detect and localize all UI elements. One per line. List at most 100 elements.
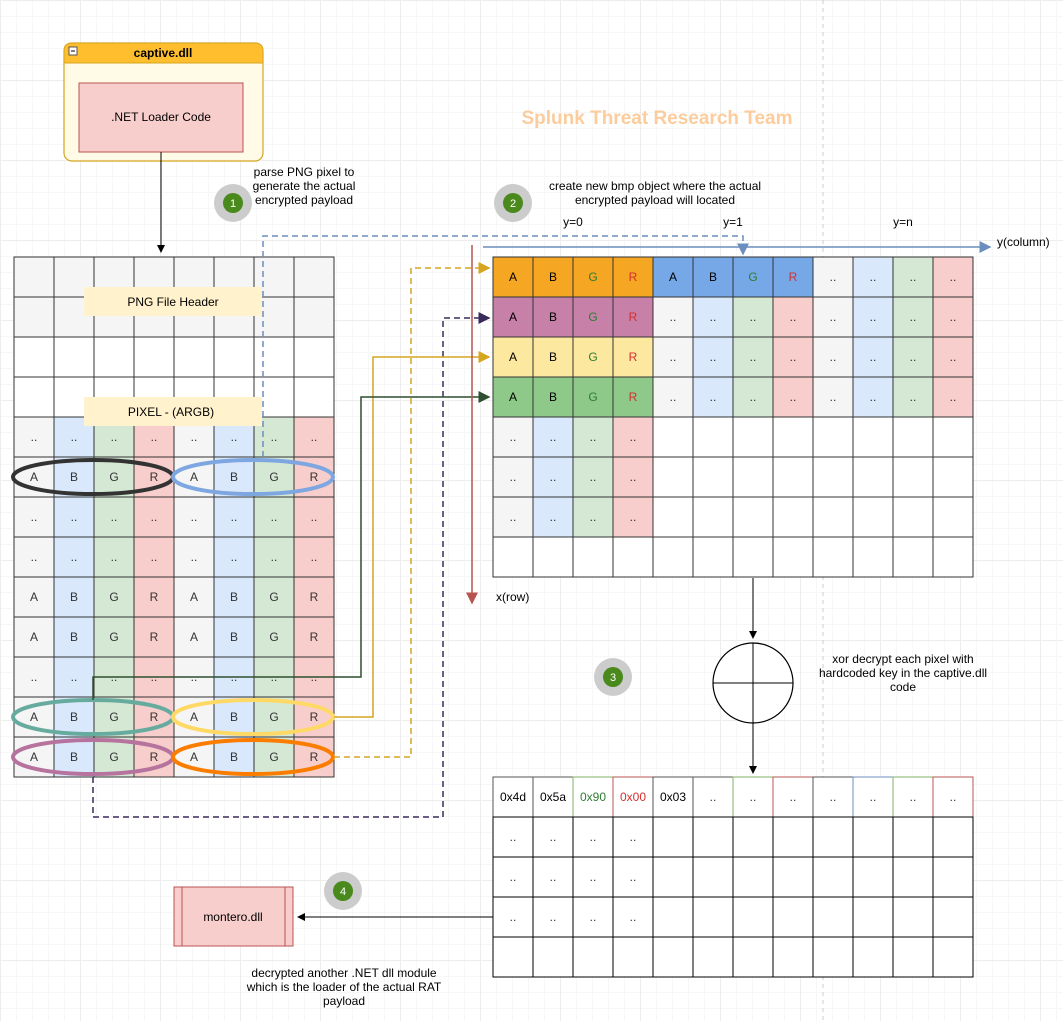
svg-text:2: 2	[510, 198, 516, 210]
output-cell	[812, 936, 854, 978]
cell-text: 0x03	[660, 790, 686, 804]
cell-text: ..	[830, 790, 837, 804]
png-cell	[253, 576, 295, 618]
output-cell	[772, 936, 814, 978]
svg-text:1: 1	[230, 198, 236, 210]
cell-text: ..	[710, 790, 717, 804]
cell-text: R	[629, 310, 638, 324]
cell-text: ..	[630, 830, 637, 844]
cell-text: B	[549, 270, 557, 284]
png-cell	[173, 536, 215, 578]
cell-text: 0x4d	[500, 790, 526, 804]
cell-text: ..	[590, 910, 597, 924]
pixel-label-box	[84, 397, 262, 426]
bmp-cell	[852, 496, 894, 538]
cell-text: ..	[590, 470, 597, 484]
bmp-cell	[892, 416, 934, 458]
bmp-cell	[892, 336, 934, 378]
cell-text: ..	[311, 430, 318, 444]
bmp-cell	[572, 336, 614, 378]
cell-text: ..	[550, 910, 557, 924]
png-cell	[93, 616, 135, 658]
cell-text: G	[269, 470, 278, 484]
cell-text: ..	[830, 310, 837, 324]
png-cell	[293, 496, 335, 538]
cell-text: G	[588, 350, 597, 364]
cell-text: G	[269, 710, 278, 724]
output-cell	[892, 776, 934, 818]
bmp-cell	[532, 296, 574, 338]
cell-text: 0x90	[580, 790, 606, 804]
cell-text: ..	[950, 310, 957, 324]
bmp-cell	[612, 416, 654, 458]
cell-text: ..	[790, 790, 797, 804]
cell-text: ..	[191, 510, 198, 524]
png-cell	[93, 456, 135, 498]
png-cell	[293, 536, 335, 578]
cell-text: ..	[231, 550, 238, 564]
png-cell	[213, 616, 255, 658]
bmp-cell	[772, 456, 814, 498]
cell-text: ..	[71, 670, 78, 684]
cell-text: R	[629, 270, 638, 284]
bmp-cell	[532, 336, 574, 378]
cell-text: G	[748, 270, 757, 284]
cell-text: B	[70, 710, 78, 724]
cell-text: ..	[950, 270, 957, 284]
bmp-cell	[612, 256, 654, 298]
bmp-cell	[692, 496, 734, 538]
output-cell	[612, 896, 654, 938]
bmp-cell	[532, 536, 574, 578]
cell-text: ..	[111, 430, 118, 444]
output-cell	[492, 856, 534, 898]
cell-text: ..	[151, 550, 158, 564]
cell-text: B	[709, 270, 717, 284]
output-cell	[772, 776, 814, 818]
bmp-cell	[652, 376, 694, 418]
bmp-cell	[812, 416, 854, 458]
output-cell	[932, 896, 974, 938]
cell-text: ..	[550, 430, 557, 444]
cell-text: G	[588, 270, 597, 284]
bmp-cell	[612, 296, 654, 338]
captive-dll-header	[63, 42, 264, 64]
connector-yellow	[334, 351, 491, 718]
bmp-cell	[732, 416, 774, 458]
output-cell	[812, 816, 854, 858]
bmp-cell	[492, 376, 534, 418]
cell-text: A	[509, 270, 517, 284]
cell-text: ..	[510, 870, 517, 884]
cell-text: R	[150, 470, 159, 484]
montero-dll-box	[173, 886, 294, 947]
bmp-cell	[812, 256, 854, 298]
png-cell	[53, 696, 95, 738]
cell-text: A	[190, 630, 198, 644]
bmp-cell	[852, 336, 894, 378]
cell-text: ..	[670, 310, 677, 324]
step1-description: parse PNG pixel to generate the actual e…	[252, 165, 356, 207]
x-row-label: x(row)	[496, 590, 529, 604]
bmp-cell	[572, 456, 614, 498]
cell-text: ..	[271, 550, 278, 564]
bmp-cell	[772, 496, 814, 538]
cell-text: ..	[630, 510, 637, 524]
cell-text: A	[509, 310, 517, 324]
cell-text: ..	[630, 870, 637, 884]
output-cell	[572, 856, 614, 898]
cell-text: ..	[590, 870, 597, 884]
png-cell	[13, 336, 55, 378]
cell-text: B	[230, 630, 238, 644]
png-cell	[173, 616, 215, 658]
png-cell	[253, 616, 295, 658]
cell-text: ..	[550, 510, 557, 524]
bmp-cell	[892, 496, 934, 538]
cell-text: R	[629, 350, 638, 364]
cell-text: ..	[950, 350, 957, 364]
bmp-cell	[572, 496, 614, 538]
cell-text: A	[30, 590, 38, 604]
output-cell	[932, 816, 974, 858]
cell-text: ..	[191, 430, 198, 444]
output-cell	[932, 936, 974, 978]
bmp-cell	[652, 416, 694, 458]
